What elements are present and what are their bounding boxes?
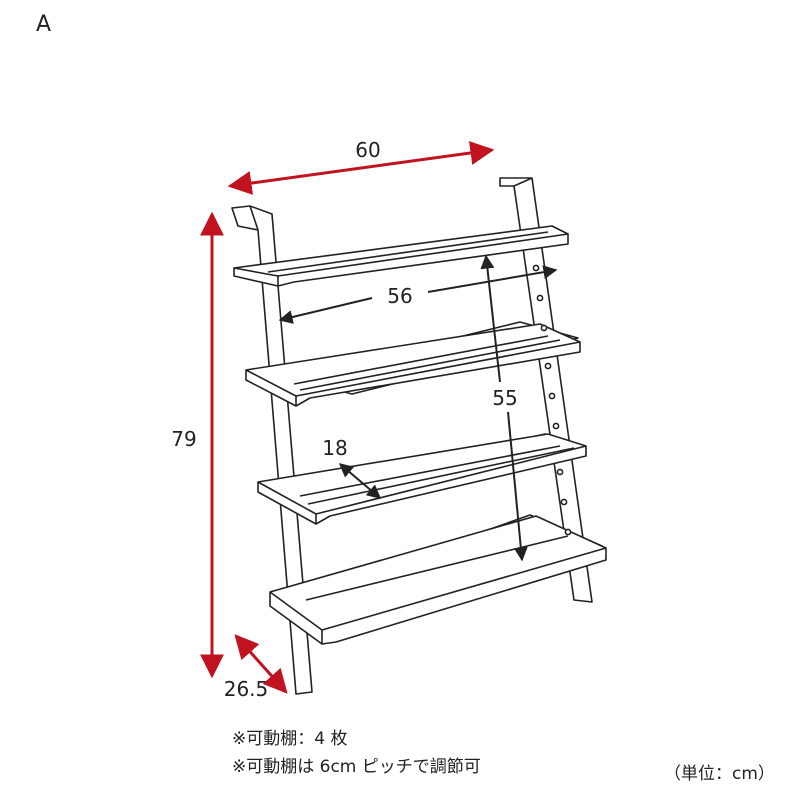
shelf-3 [257,433,587,525]
note-shelf-pitch: ※可動棚は 6cm ピッチで調節可 [232,757,481,777]
depth-arrow [234,634,288,694]
height-label: 79 [171,427,196,451]
unit-note: （単位：cm） [664,764,775,784]
shelf-1 [233,225,569,287]
left-leg [231,205,313,695]
shelf-span-arrow-top [480,254,501,383]
panel-label: A [36,12,52,37]
width-label: 60 [355,138,380,162]
shelf-width-arrow-right [427,265,558,293]
shelf-span-label: 55 [492,386,517,410]
peg-holes [532,264,572,536]
shelf-width-label: 56 [387,284,412,308]
shelf-4 [269,515,607,645]
depth-label: 26.5 [224,677,269,701]
overall-dimensions [200,141,495,694]
shelf-2 [245,323,581,407]
note-shelf-count: ※可動棚：4 枚 [232,729,348,749]
shelf-depth-arrow [338,463,382,499]
internal-dimensions [278,254,558,562]
ladder-shelf [231,177,607,695]
width-arrow [227,141,495,195]
shelf-depth-label: 18 [322,436,347,460]
shelf-width-arrow-left [278,297,373,324]
shelf-span-arrow-bottom [507,411,528,562]
